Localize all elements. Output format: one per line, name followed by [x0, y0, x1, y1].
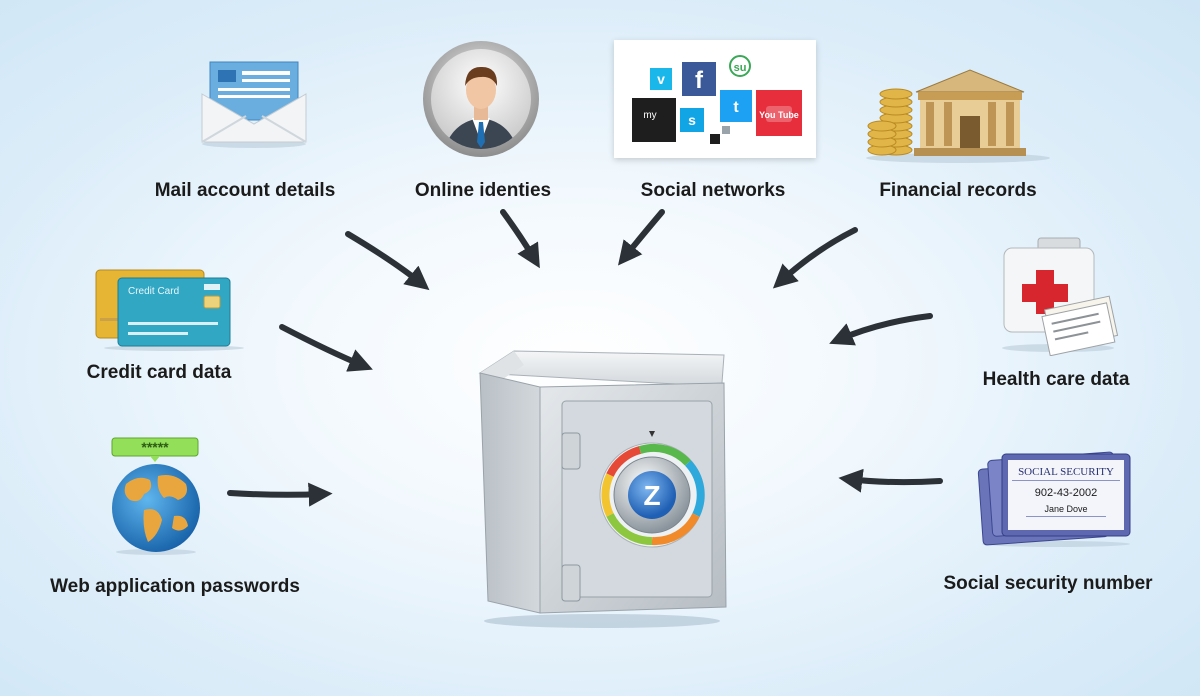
- label-social-security-number: Social security number: [943, 573, 1153, 594]
- ssn-card-title: SOCIAL SECURITY: [1018, 466, 1114, 478]
- globe-icon: *****: [104, 436, 204, 556]
- vimeo-logo: v: [657, 71, 665, 87]
- youtube-logo: You Tube: [759, 110, 799, 120]
- label-social-networks: Social networks: [640, 180, 786, 201]
- safe-dial-letter: Z: [643, 480, 660, 511]
- skype-logo: s: [688, 112, 696, 128]
- arrow-ssn: [838, 468, 943, 493]
- arrow-credit: [279, 324, 373, 372]
- label-web-application-passwords: Web application passwords: [50, 576, 300, 597]
- first-aid-kit-icon: [1000, 236, 1120, 357]
- label-online-identities: Online identies: [414, 180, 552, 201]
- label-credit-card-data: Credit card data: [86, 362, 232, 383]
- label-financial-records: Financial records: [879, 180, 1037, 201]
- label-mail-account-details: Mail account details: [154, 180, 336, 201]
- credit-card-icon: Credit Card: [94, 266, 244, 352]
- ssn-card-number: 902-43-2002: [1035, 487, 1097, 499]
- arrow-social: [618, 209, 665, 266]
- safe-icon: Z: [474, 345, 730, 629]
- label-health-care-data: Health care data: [982, 369, 1130, 390]
- twitter-logo: t: [733, 99, 739, 116]
- arrow-web: [227, 482, 333, 507]
- credit-card-title: Credit Card: [128, 286, 179, 297]
- myspace-logo: my: [643, 110, 656, 121]
- password-mask: *****: [141, 439, 169, 455]
- arrow-identity: [500, 209, 540, 269]
- arrow-mail: [345, 231, 430, 291]
- social-networks-icon: v f su my s t You Tube: [614, 40, 816, 158]
- envelope-icon: [198, 58, 310, 150]
- facebook-logo: f: [695, 67, 704, 94]
- social-security-card-icon: SOCIAL SECURITY 902-43-2002 Jane Dove: [976, 444, 1136, 548]
- ssn-card-name: Jane Dove: [1044, 504, 1087, 514]
- person-avatar-icon: [420, 38, 542, 160]
- stumbleupon-logo: su: [734, 62, 747, 74]
- arrow-financial: [772, 227, 858, 289]
- arrow-health: [829, 313, 933, 346]
- bank-building-icon: [860, 62, 1050, 166]
